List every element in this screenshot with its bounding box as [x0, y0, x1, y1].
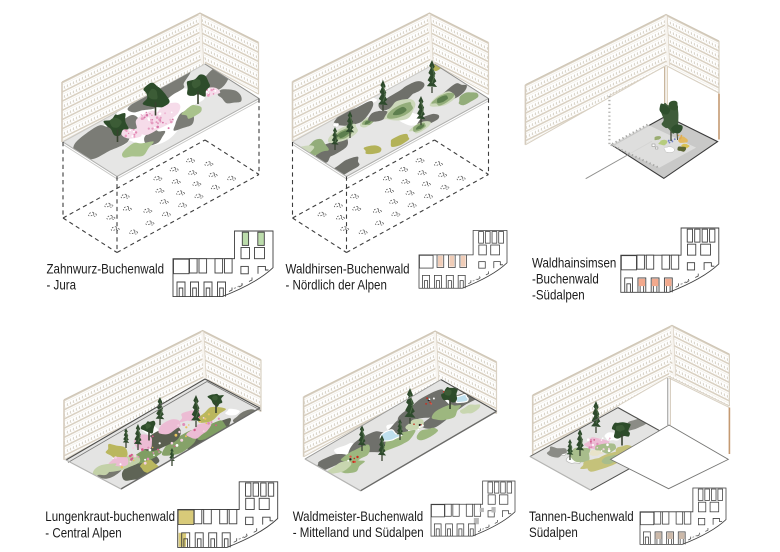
svg-text:- Jura: - Jura: [47, 276, 77, 292]
svg-text:Südalpen: Südalpen: [529, 524, 578, 540]
svg-text:-Buchenwald: -Buchenwald: [532, 270, 599, 286]
svg-text:-Südalpen: -Südalpen: [532, 286, 585, 302]
svg-text:Lungenkraut-buchenwald: Lungenkraut-buchenwald: [45, 508, 175, 524]
svg-text:Tannen-Buchenwald: Tannen-Buchenwald: [529, 508, 634, 524]
svg-text:- Nördlich der Alpen: - Nördlich der Alpen: [286, 276, 387, 292]
svg-text:Zahnwurz-Buchenwald: Zahnwurz-Buchenwald: [47, 261, 165, 277]
svg-text:Waldmeister-Buchenwald: Waldmeister-Buchenwald: [293, 508, 424, 524]
svg-text:Waldhainsimsen: Waldhainsimsen: [532, 255, 616, 271]
svg-text:- Central Alpen: - Central Alpen: [45, 524, 121, 540]
svg-text:Waldhirsen-Buchenwald: Waldhirsen-Buchenwald: [286, 261, 410, 277]
svg-text:- Mittelland und Südalpen: - Mittelland und Südalpen: [293, 524, 424, 540]
